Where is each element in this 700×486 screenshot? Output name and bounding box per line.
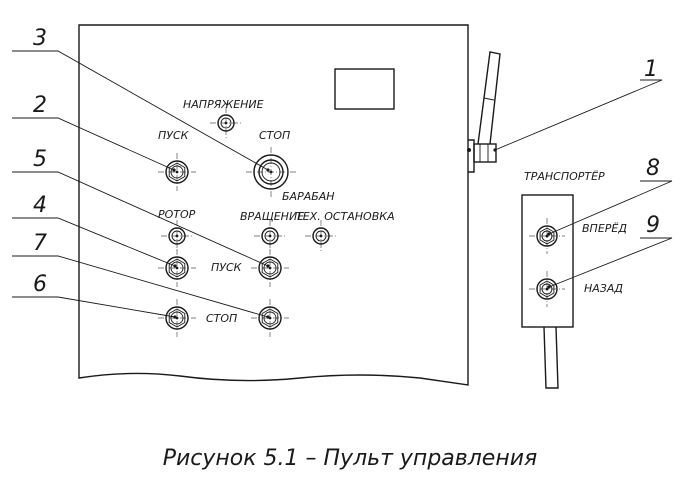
leader-5 [12, 171, 269, 267]
indicator-voltage [210, 107, 242, 139]
button-conveyor-back [529, 271, 565, 307]
main-panel [78, 24, 469, 386]
callout-9: 9 [646, 213, 660, 238]
callout-2: 2 [33, 93, 47, 118]
buttons-layer [158, 107, 565, 337]
button-start-top [158, 153, 196, 191]
conveyor-pendant [521, 194, 574, 389]
label-forward: ВПЕРЁД [582, 222, 627, 235]
figure-caption: Рисунок 5.1 – Пульт управления [163, 446, 538, 471]
label-stop-mid: СТОП [206, 312, 237, 325]
display-window [334, 68, 395, 110]
callout-3: 3 [33, 26, 47, 51]
leader-8 [548, 180, 673, 235]
callout-1: 1 [644, 57, 658, 82]
leader-3 [12, 50, 269, 171]
label-start-top: ПУСК [158, 129, 190, 142]
button-rotor-start [158, 249, 196, 287]
leader-2 [12, 117, 175, 171]
label-conveyor: ТРАНСПОРТЁР [524, 170, 605, 183]
label-stop-top: СТОП [259, 129, 290, 142]
leader-1 [494, 79, 663, 151]
button-rotor-stop [158, 299, 196, 337]
label-drum: БАРАБАН [282, 190, 335, 203]
callout-6: 6 [33, 272, 47, 297]
label-voltage: НАПРЯЖЕНИЕ [183, 98, 264, 111]
indicator-tech-stop [305, 220, 337, 252]
callout-7: 7 [33, 231, 47, 256]
leader-7 [12, 255, 269, 318]
label-tech-stop: ТЕХ. ОСТАНОВКА [296, 210, 395, 223]
button-rotation-stop [251, 299, 289, 337]
leader-4 [12, 217, 176, 267]
callout-5: 5 [33, 147, 47, 172]
leader-9 [548, 237, 673, 288]
label-rotor: РОТОР [158, 208, 196, 221]
button-conveyor-forward [529, 218, 565, 254]
label-start-mid: ПУСК [211, 261, 243, 274]
label-back: НАЗАД [584, 282, 623, 295]
leader-6 [12, 296, 176, 318]
label-rotation: ВРАЩЕНИЕ [240, 210, 304, 223]
indicator-rotation [254, 220, 286, 252]
callout-8: 8 [646, 156, 660, 181]
side-handle [467, 51, 501, 173]
button-rotation-start [251, 249, 289, 287]
knob-stop-drum [246, 147, 296, 197]
leader-lines [12, 50, 673, 319]
callout-4: 4 [33, 193, 47, 218]
